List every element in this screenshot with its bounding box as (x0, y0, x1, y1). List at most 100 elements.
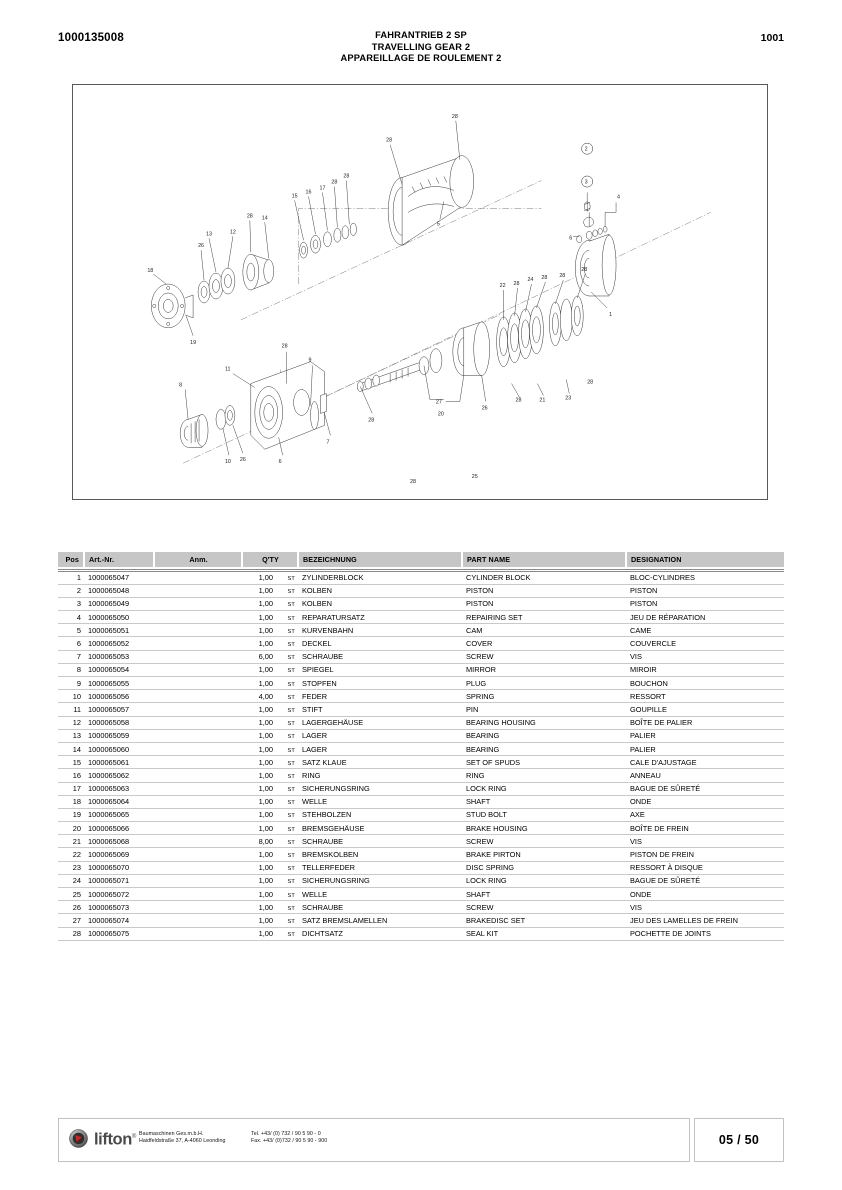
unit-label: ST (287, 853, 295, 860)
column-header-anm[interactable]: Anm. (154, 552, 243, 567)
cell-anm (154, 650, 242, 664)
cell-art-nr: 1000065059 (84, 729, 154, 743)
column-header-art-nr[interactable]: Art.-Nr. (84, 552, 155, 567)
cell-pos: 22 (58, 847, 84, 862)
callout-28g: 28 (368, 417, 374, 423)
cell-anm (154, 676, 242, 691)
callout-23: 23 (565, 395, 571, 401)
cell-art-nr: 1000065074 (84, 913, 154, 928)
unit-label: ST (287, 866, 295, 873)
cell-pos: 25 (58, 887, 84, 902)
cell-designation: JEU DES LAMELLES DE FREIN (626, 913, 784, 928)
unit-label: ST (287, 734, 295, 741)
cell-qty: 1,00 (242, 729, 276, 743)
cell-anm (154, 716, 242, 730)
cell-bezeichnung: BREMSGEHÄUSE (298, 821, 462, 836)
callout-10: 10 (225, 459, 231, 465)
cell-designation: CALE D'AJUSTAGE (626, 755, 784, 770)
cell-anm (154, 795, 242, 809)
unit-label: ST (287, 615, 295, 622)
cell-bezeichnung: KOLBEN (298, 584, 462, 598)
cell-art-nr: 1000065054 (84, 663, 154, 678)
cell-unit: ST (276, 768, 298, 783)
cell-anm (154, 755, 242, 770)
cell-unit: ST (276, 821, 298, 836)
cell-qty: 1,00 (242, 927, 276, 941)
cell-unit: ST (276, 597, 298, 612)
diagram-svg: 18 19 26 13 12 28 14 15 16 17 28 28 28 5… (147, 114, 711, 485)
cell-art-nr: 1000065070 (84, 861, 154, 875)
cell-pos: 2 (58, 584, 84, 598)
cell-art-nr: 1000065063 (84, 782, 154, 796)
column-header-qty[interactable]: Q'TY (242, 552, 300, 567)
unit-label: ST (287, 628, 295, 635)
unit-label: ST (287, 721, 295, 728)
unit-label: ST (287, 826, 295, 833)
callout-2: 2 (585, 147, 588, 153)
callout-28i: 28 (541, 275, 547, 281)
cell-unit: ST (276, 636, 298, 651)
cell-qty: 1,00 (242, 808, 276, 823)
callout-7: 7 (326, 439, 329, 445)
callout-28j: 28 (559, 273, 565, 279)
column-header-bezeichnung[interactable]: BEZEICHNUNG (298, 552, 464, 567)
callout-28m: 28 (587, 380, 593, 386)
cell-bezeichnung: SPIEGEL (298, 663, 462, 678)
cell-anm (154, 782, 242, 796)
cell-part-name: LOCK RING (462, 874, 626, 889)
cell-part-name: BRAKE PIRTON (462, 847, 626, 862)
cell-art-nr: 1000065068 (84, 834, 154, 849)
cell-bezeichnung: DECKEL (298, 636, 462, 651)
callout-28f: 28 (282, 344, 288, 350)
cell-designation: JEU DE RÉPARATION (626, 610, 784, 625)
unit-label: ST (287, 879, 295, 886)
cell-bezeichnung: REPARATURSATZ (298, 610, 462, 625)
diagram-callouts: 18 19 26 13 12 28 14 15 16 17 28 28 28 5… (147, 114, 620, 485)
callout-8: 8 (179, 383, 182, 389)
cell-bezeichnung: KURVENBAHN (298, 623, 462, 638)
callout-26b: 26 (240, 457, 246, 463)
callout-6b: 6 (279, 459, 282, 465)
cell-pos: 26 (58, 900, 84, 915)
column-header-pos[interactable]: Pos (58, 552, 85, 567)
column-header-designation[interactable]: DESIGNATION (626, 552, 785, 567)
title-english: TRAVELLING GEAR 2 (371, 41, 471, 52)
cell-anm (154, 874, 242, 889)
cell-art-nr: 1000065055 (84, 676, 154, 691)
callout-12: 12 (230, 229, 236, 235)
cell-art-nr: 1000065050 (84, 610, 154, 625)
column-header-part-name[interactable]: PART NAME (462, 552, 628, 567)
lifton-wordmark: lifton® (94, 1130, 136, 1149)
unit-label: ST (287, 813, 295, 820)
unit-label: ST (287, 576, 295, 583)
unit-label: ST (287, 892, 295, 899)
